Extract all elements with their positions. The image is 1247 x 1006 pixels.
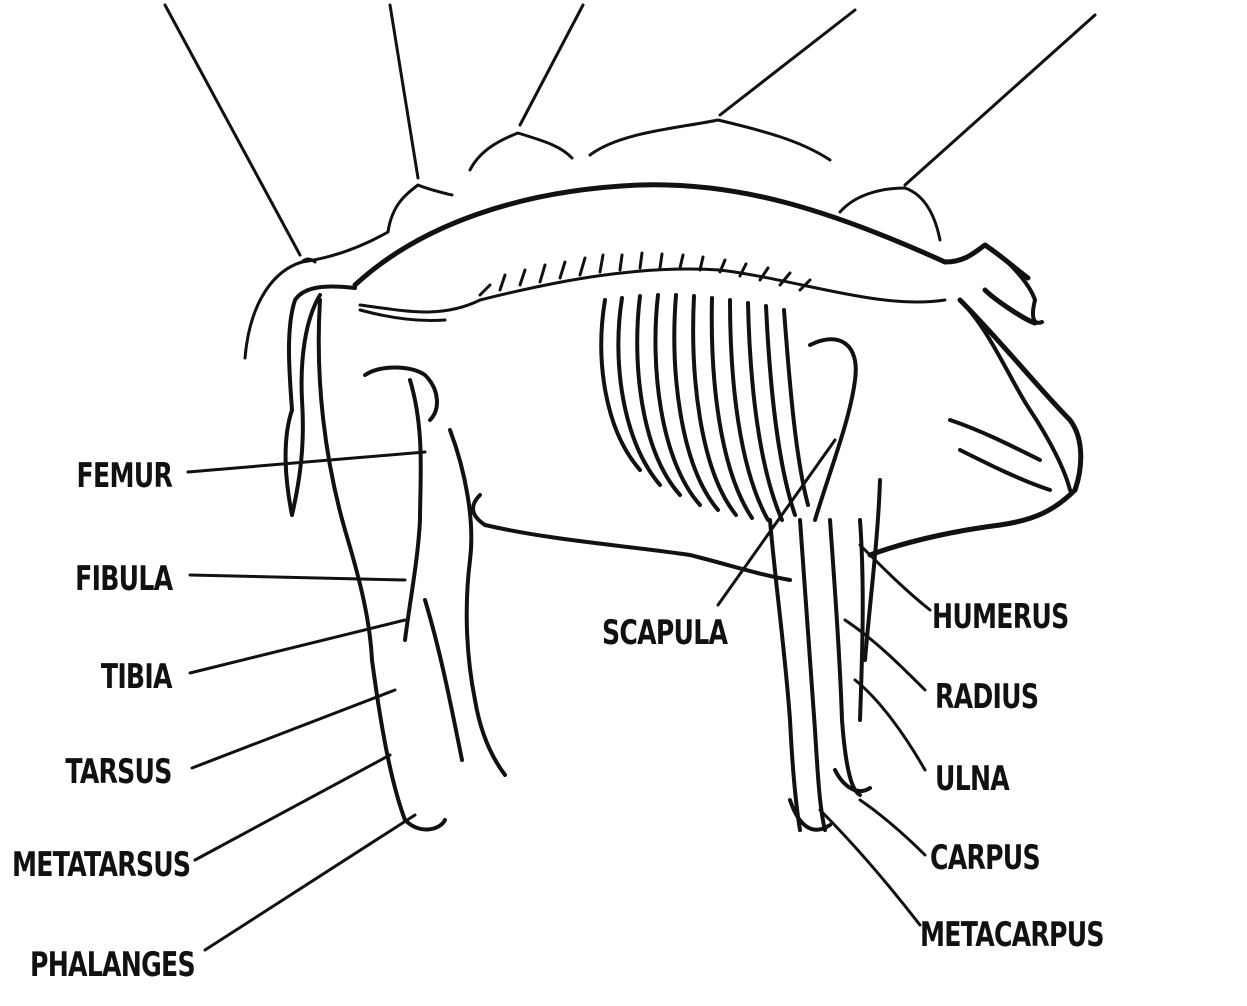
- scapula-label: SCAPULA: [602, 616, 727, 650]
- top-leader-lines: [165, 5, 1095, 255]
- metacarpus-label: METACARPUS: [920, 918, 1104, 952]
- phalanges-label: PHALANGES: [30, 948, 195, 982]
- head: [950, 245, 1070, 490]
- metatarsus-label: METATARSUS: [12, 848, 190, 882]
- femur-label: FEMUR: [76, 459, 172, 493]
- carpus-label: CARPUS: [930, 841, 1040, 875]
- region-brackets: [245, 120, 940, 358]
- ribs: [601, 295, 808, 520]
- hind-limb-outline: [319, 300, 505, 829]
- radius-label: RADIUS: [935, 680, 1038, 714]
- body-outline: [355, 185, 1081, 580]
- tarsus-label: TARSUS: [66, 755, 172, 789]
- fore-limb: [770, 339, 880, 830]
- humerus-label: HUMERUS: [932, 600, 1068, 634]
- hind-leader-lines: [188, 452, 425, 950]
- ulna-label: ULNA: [935, 762, 1009, 796]
- fibula-label: FIBULA: [75, 562, 172, 596]
- spine: [360, 253, 945, 321]
- tibia-label: TIBIA: [101, 660, 172, 694]
